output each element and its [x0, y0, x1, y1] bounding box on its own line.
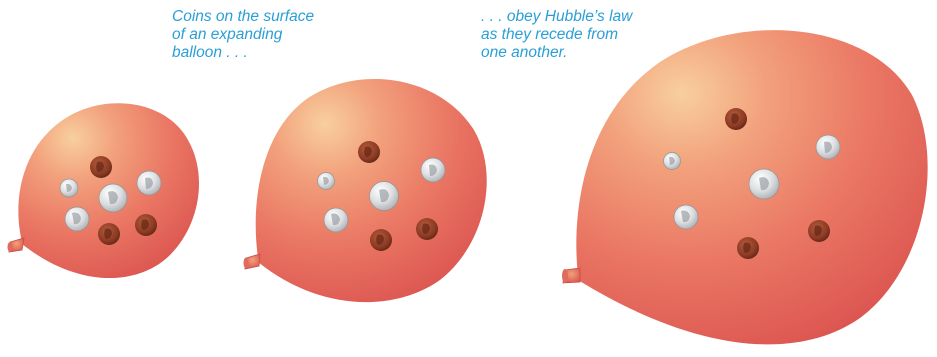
- dime-icon: [674, 205, 698, 229]
- dime-icon: [137, 171, 161, 195]
- balloon-knot: [562, 268, 580, 283]
- dime-icon: [816, 135, 840, 159]
- penny-icon: [135, 214, 157, 236]
- dime-icon: [99, 184, 127, 212]
- dime-icon: [749, 169, 779, 199]
- penny-icon: [737, 237, 759, 259]
- large-balloon: [562, 30, 928, 344]
- balloon-knot: [8, 238, 25, 252]
- penny-icon: [725, 108, 747, 130]
- dime-icon: [318, 173, 335, 190]
- dime-icon: [324, 208, 348, 232]
- penny-icon: [370, 229, 392, 251]
- penny-icon: [358, 141, 380, 163]
- balloon-knot: [244, 254, 261, 269]
- dime-icon: [370, 182, 399, 211]
- dime-icon: [421, 158, 445, 182]
- dime-icon: [65, 207, 89, 231]
- penny-icon: [416, 218, 438, 240]
- medium-balloon: [244, 79, 487, 302]
- dime-icon: [664, 153, 681, 170]
- penny-icon: [808, 220, 830, 242]
- penny-icon: [98, 223, 120, 245]
- small-balloon: [8, 103, 200, 278]
- penny-icon: [90, 156, 112, 178]
- dime-icon: [60, 179, 78, 197]
